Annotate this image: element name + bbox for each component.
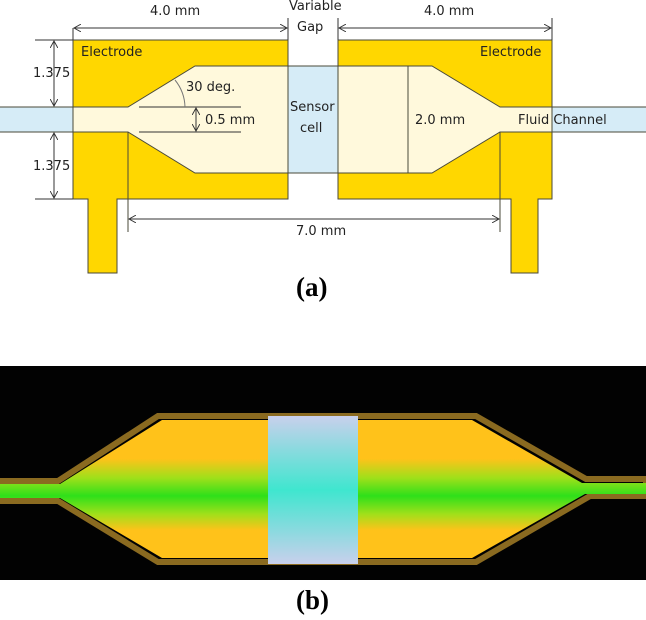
angle-label: 30 deg. xyxy=(186,80,236,95)
bottom-height-label: 1.375 xyxy=(33,159,71,174)
fluid-channel-label: Fluid Channel xyxy=(518,113,607,128)
left-width-label: 4.0 mm xyxy=(150,4,201,19)
sensor-cell xyxy=(288,66,338,173)
right-electrode-label: Electrode xyxy=(480,45,542,60)
photo-sensor-cell xyxy=(268,416,358,564)
wide-width-label: 2.0 mm xyxy=(415,113,466,128)
panel-a-caption: (a) xyxy=(296,272,328,302)
gap-label-line2: Gap xyxy=(297,20,324,35)
channel-width-label: 0.5 mm xyxy=(205,113,256,128)
electrode-schematic xyxy=(0,18,646,274)
sensor-label-line1: Sensor xyxy=(290,100,335,115)
top-height-label: 1.375 xyxy=(33,66,71,81)
panel-a-schematic: 4.0 mm 4.0 mm Variable Gap Electrode Ele… xyxy=(0,0,646,302)
panel-b-caption: (b) xyxy=(296,585,329,615)
left-electrode-label: Electrode xyxy=(81,45,143,60)
span-label: 7.0 mm xyxy=(296,224,347,239)
right-width-label: 4.0 mm xyxy=(424,4,475,19)
panel-b-photo xyxy=(0,366,646,580)
gap-label-line1: Variable xyxy=(289,0,342,14)
sensor-label-line2: cell xyxy=(300,121,323,136)
